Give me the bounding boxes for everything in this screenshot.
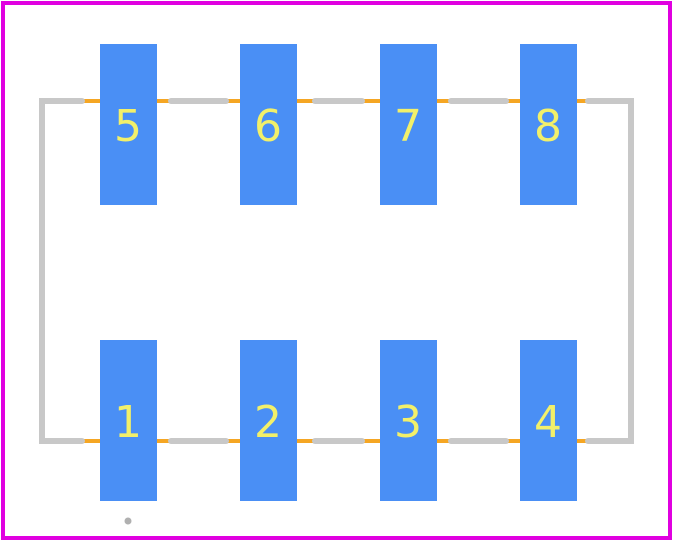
pad-5-label: 5 <box>114 101 142 152</box>
pad-7[interactable] <box>380 44 437 205</box>
pin1-dot-icon <box>124 517 132 525</box>
pad-7-label: 7 <box>394 101 422 152</box>
silkscreen-left-bracket <box>39 98 85 444</box>
pad-2[interactable] <box>240 340 297 501</box>
pad-6-label: 6 <box>254 101 282 152</box>
pad-4-label: 4 <box>534 397 562 448</box>
pad-row-bottom: 1 2 3 4 <box>100 340 577 501</box>
silkscreen-right-bracket <box>585 98 634 444</box>
pad-5[interactable] <box>100 44 157 205</box>
pad-1-label: 1 <box>114 397 142 448</box>
pad-2-label: 2 <box>254 397 282 448</box>
pad-3-label: 3 <box>394 397 422 448</box>
pad-3[interactable] <box>380 340 437 501</box>
pad-8[interactable] <box>520 44 577 205</box>
pad-8-label: 8 <box>534 101 562 152</box>
pad-4[interactable] <box>520 340 577 501</box>
pad-1[interactable] <box>100 340 157 501</box>
pad-6[interactable] <box>240 44 297 205</box>
pad-row-top: 5 6 7 8 <box>100 44 577 205</box>
silkscreen-outline <box>39 98 634 444</box>
